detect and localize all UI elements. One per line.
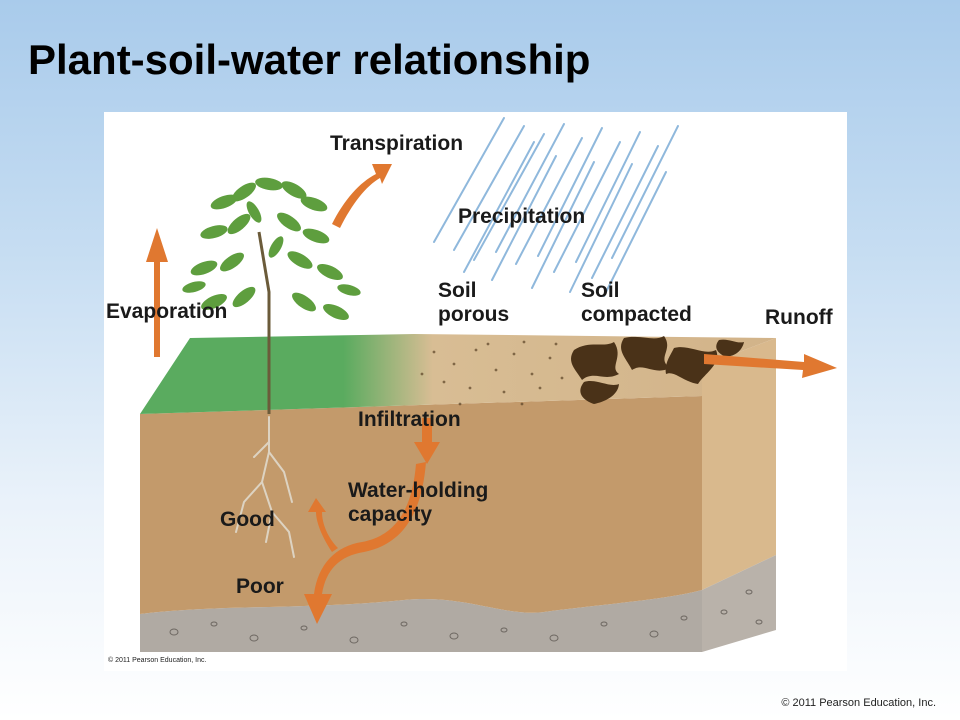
diagram-artwork — [140, 117, 837, 652]
label-soil-compacted-line2: compacted — [581, 303, 692, 326]
label-water-holding-line2: capacity — [348, 503, 433, 526]
slide-title: Plant-soil-water relationship — [28, 36, 591, 83]
label-infiltration: Infiltration — [358, 408, 461, 431]
label-runoff: Runoff — [765, 306, 833, 329]
label-soil-porous-line2: porous — [438, 303, 510, 326]
runoff-arrow — [704, 354, 837, 378]
process-arrows — [146, 164, 837, 624]
label-good: Good — [220, 508, 275, 531]
water-holding-arrow — [304, 462, 426, 624]
evaporation-arrow — [146, 228, 168, 357]
label-soil-compacted-line1: Soil — [581, 279, 620, 302]
plant — [182, 177, 361, 414]
label-transpiration: Transpiration — [330, 132, 464, 155]
label-water-holding-line1: Water-holding — [348, 479, 489, 502]
label-precipitation: Precipitation — [458, 205, 586, 228]
infiltration-arrow — [414, 418, 440, 464]
figure-copyright: © 2011 Pearson Education, Inc. — [108, 657, 207, 664]
gravel-layer — [140, 590, 702, 652]
label-soil-porous-line1: Soil — [438, 279, 477, 302]
label-soil-compacted: Soil compacted — [581, 279, 692, 327]
soil-front-face — [140, 396, 702, 614]
soil-block-side — [702, 338, 776, 652]
plant-roots — [235, 416, 295, 558]
good-arrow — [308, 498, 338, 552]
label-water-holding-capacity: Water-holding capacity — [348, 479, 488, 527]
porous-soil-texture — [420, 340, 564, 406]
rain-streaks — [433, 117, 679, 297]
label-evaporation: Evaporation — [106, 300, 228, 323]
gravel-pebbles — [169, 589, 763, 644]
soil-water-diagram: Transpiration Precipitation Evaporation … — [104, 112, 847, 671]
label-poor: Poor — [236, 575, 284, 598]
label-soil-porous: Soil porous — [438, 279, 509, 327]
transpiration-arrow — [332, 164, 392, 228]
slide-copyright: © 2011 Pearson Education, Inc. — [781, 697, 936, 709]
